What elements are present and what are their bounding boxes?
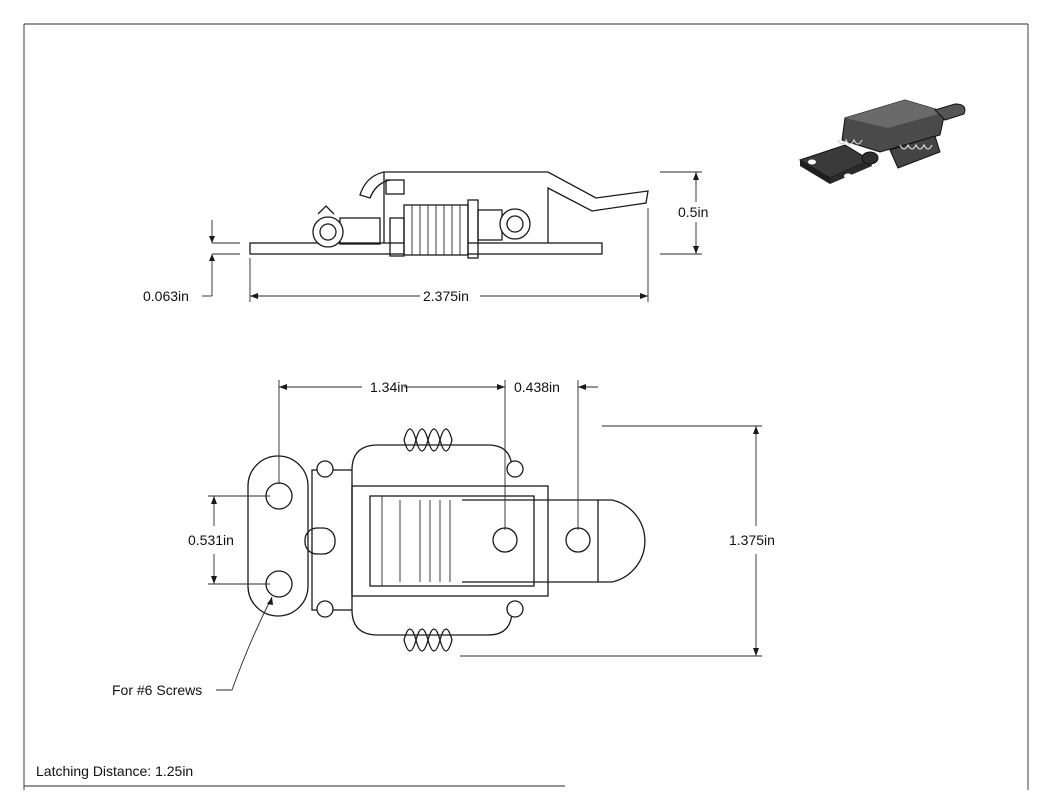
dim-length-label: 2.375in (423, 288, 469, 304)
dim-hole-spacing-label: 0.531in (188, 532, 234, 548)
dim-hole-offset-label: 0.438in (514, 379, 560, 395)
side-view (202, 171, 702, 302)
sheet-border (23, 23, 1029, 790)
dim-overall-width-label: 1.375in (729, 532, 775, 548)
isometric-thumbnail (798, 99, 966, 184)
latching-distance-note: Latching Distance: 1.25in (36, 763, 193, 779)
dim-height-label: 0.5in (678, 204, 708, 220)
top-view (208, 380, 762, 691)
dim-hole-to-hole-label: 1.34in (370, 379, 408, 395)
screw-callout-note: For #6 Screws (112, 682, 202, 698)
dim-thickness-label: 0.063in (143, 288, 189, 304)
